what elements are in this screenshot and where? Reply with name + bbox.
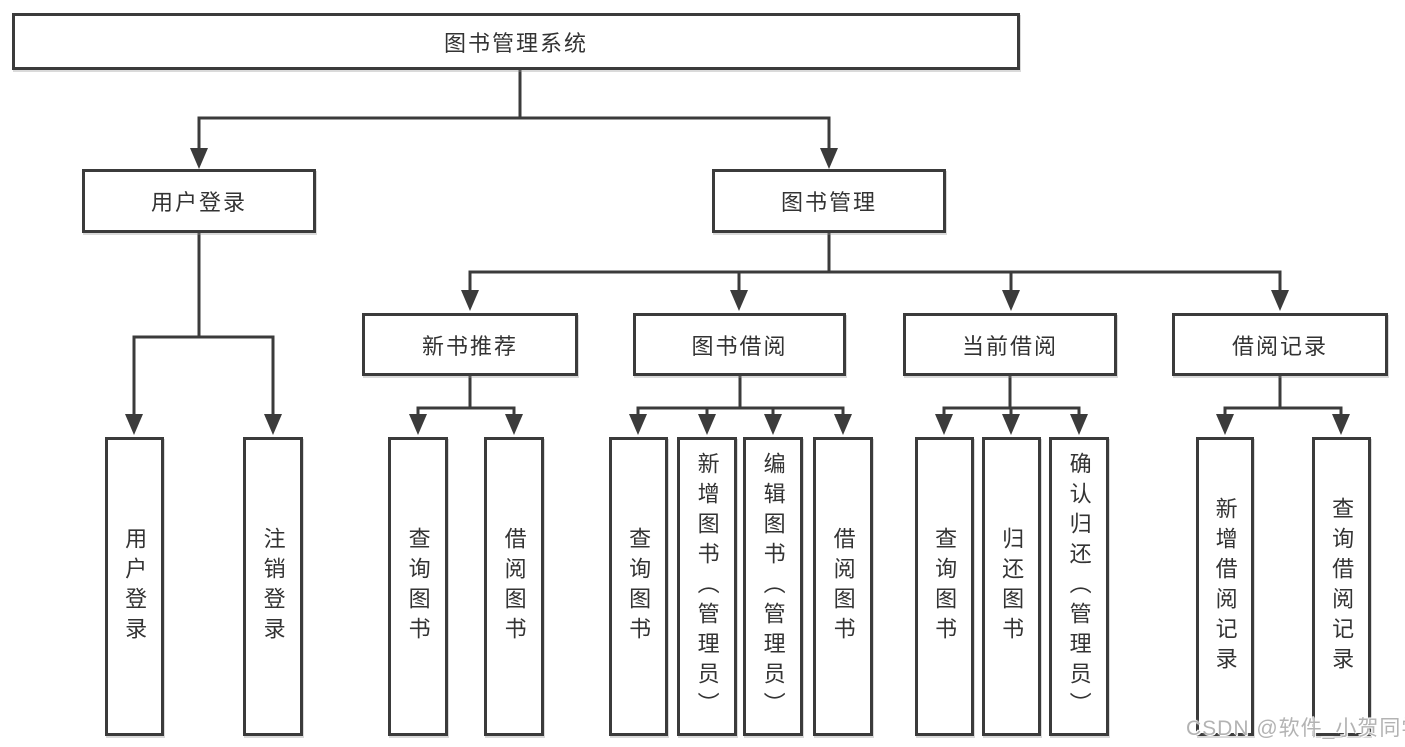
leaf-confirm-return-admin: 确认归还（管理员）: [1049, 437, 1109, 736]
leaf-logout: 注销登录: [243, 437, 303, 736]
node-new-book-recommend: 新书推荐: [362, 313, 578, 376]
leaf-return-book: 归还图书: [982, 437, 1041, 736]
leaf-add-book-admin: 新增图书（管理员）: [677, 437, 737, 736]
leaf-query-borrow-record-label: 查询借阅记录: [1329, 496, 1355, 677]
node-root: 图书管理系统: [12, 13, 1020, 70]
node-book-management: 图书管理: [712, 169, 946, 233]
node-borrow-records: 借阅记录: [1172, 313, 1388, 376]
leaf-query-books: 查询图书: [915, 437, 974, 736]
node-root-label: 图书管理系统: [443, 30, 588, 56]
leaf-query-borrow-record: 查询借阅记录: [1312, 437, 1371, 736]
node-book-borrow: 图书借阅: [633, 313, 846, 376]
node-current-borrow: 当前借阅: [903, 313, 1117, 376]
node-user-login-label: 用户登录: [150, 190, 247, 215]
node-borrow-records-label: 借阅记录: [1231, 333, 1328, 359]
node-new-book-recommend-label: 新书推荐: [421, 333, 518, 359]
leaf-return-book-label: 归还图书: [999, 526, 1025, 647]
leaf-borrow-books: 借阅图书: [484, 437, 544, 736]
leaf-borrow-books: 借阅图书: [813, 437, 873, 736]
leaf-query-books: 查询图书: [609, 437, 668, 736]
leaf-borrow-books-label: 借阅图书: [830, 526, 856, 647]
leaf-user-login-label: 用户登录: [122, 526, 148, 647]
leaf-logout-label: 注销登录: [260, 526, 286, 647]
leaf-edit-book-admin: 编辑图书（管理员）: [743, 437, 803, 736]
leaf-query-books: 查询图书: [388, 437, 448, 736]
leaf-add-borrow-record: 新增借阅记录: [1196, 437, 1254, 736]
node-book-management-label: 图书管理: [780, 190, 877, 215]
leaf-query-books-label: 查询图书: [405, 526, 431, 647]
node-current-borrow-label: 当前借阅: [961, 333, 1058, 359]
leaf-user-login: 用户登录: [105, 437, 164, 736]
node-book-borrow-label: 图书借阅: [691, 333, 788, 359]
watermark: CSDN @软件_小贺同学: [1186, 717, 1405, 740]
leaf-borrow-books-label: 借阅图书: [501, 526, 527, 647]
leaf-confirm-return-admin-label: 确认归还（管理员）: [1066, 451, 1092, 722]
leaf-add-borrow-record-label: 新增借阅记录: [1212, 496, 1238, 677]
leaf-query-books-label: 查询图书: [932, 526, 958, 647]
leaf-query-books-label: 查询图书: [626, 526, 652, 647]
leaf-add-book-admin-label: 新增图书（管理员）: [694, 451, 720, 722]
leaf-edit-book-admin-label: 编辑图书（管理员）: [760, 451, 786, 722]
node-user-login: 用户登录: [82, 169, 316, 233]
